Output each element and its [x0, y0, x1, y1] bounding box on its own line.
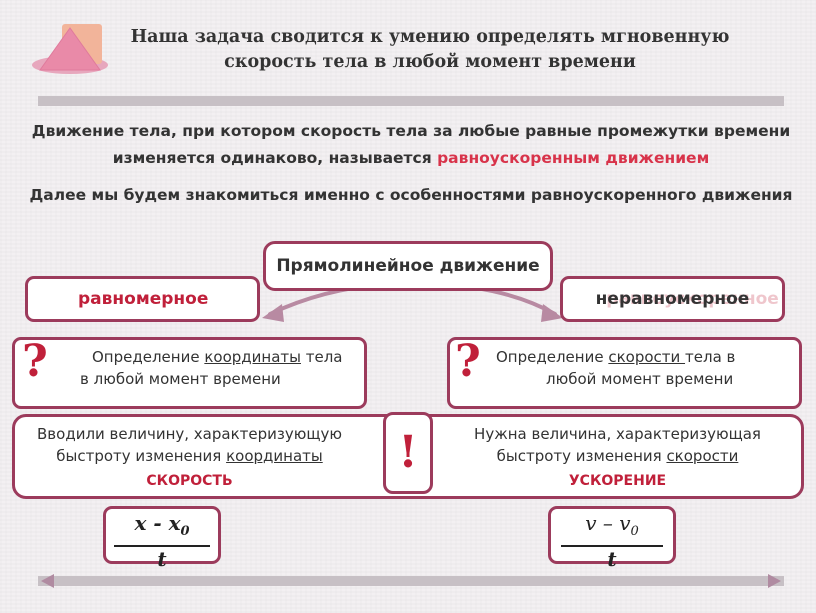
formula-left-box: x - x0 t: [103, 506, 221, 570]
comparison-left-keyword: координаты: [226, 447, 323, 465]
formula-right-box: v – v0 t: [548, 506, 676, 570]
next-slide-icon[interactable]: [766, 572, 784, 590]
branch-left-label: равномерное: [78, 289, 209, 309]
question-left-text: Определение координаты тела в любой моме…: [80, 346, 365, 390]
question-right-keyword: скорости: [608, 348, 686, 366]
question-left-after: тела: [300, 348, 343, 366]
definition-paragraph: Движение тела, при котором скорость тела…: [22, 118, 800, 172]
intro-text: Далее мы будем знакомиться именно с особ…: [29, 186, 793, 204]
definition-text: Движение тела, при котором скорость тела…: [31, 122, 791, 167]
comparison-right-line2: быстроту изменения: [496, 447, 667, 465]
branch-right-ghost-label: равноускоренное: [606, 289, 779, 309]
formula-left-denominator: t: [157, 547, 167, 571]
question-left-before: Определение: [92, 348, 205, 366]
root-node: Прямолинейное движение: [263, 241, 553, 291]
formula-left-sub: 0: [180, 524, 190, 539]
formula-left-fraction-bar: [114, 545, 210, 547]
branch-right-label: неравномерное: [595, 289, 750, 309]
question-right-after: тела в: [685, 348, 736, 366]
comparison-left-line1: Вводили величину, характеризующую: [37, 425, 342, 443]
question-left-box: [12, 337, 367, 409]
question-left-keyword: координаты: [204, 348, 301, 366]
page-title: Наша задача сводится к умению определять…: [130, 27, 730, 72]
comparison-left: Вводили величину, характеризующую быстро…: [12, 423, 367, 492]
comparison-right: Нужна величина, характеризующая быстроту…: [440, 423, 795, 492]
triangle-logo-icon: [32, 24, 108, 74]
definition-highlight: равноускоренным движением: [437, 149, 710, 167]
exclamation-box: !: [383, 412, 433, 494]
formula-left-num-text: x - x: [134, 511, 181, 535]
comparison-right-line1: Нужна величина, характеризующая: [474, 425, 761, 443]
branch-right: равноускоренное неравномерное: [560, 276, 785, 322]
formula-right-fraction-bar: [561, 545, 663, 547]
formula-right-denominator: t: [607, 547, 617, 571]
exclamation-mark: !: [398, 427, 418, 478]
question-right-line2: любой момент времени: [546, 370, 734, 388]
question-mark-right: ?: [455, 336, 481, 387]
formula-right-num-text: v – v: [585, 511, 631, 535]
question-right-text: Определение скорости тела в любой момент…: [492, 346, 797, 390]
comparison-left-line2: быстроту изменения: [56, 447, 227, 465]
question-left-line2: в любой момент времени: [80, 370, 281, 388]
question-right-box: [447, 337, 802, 409]
prev-slide-icon[interactable]: [38, 572, 56, 590]
speed-label: СКОРОСТЬ: [146, 473, 233, 489]
root-node-label: Прямолинейное движение: [276, 256, 540, 276]
question-right-before: Определение: [496, 348, 609, 366]
question-mark-left: ?: [22, 336, 48, 387]
bottom-band: [38, 576, 784, 586]
formula-right-sub: 0: [630, 524, 639, 539]
comparison-right-keyword: скорости: [666, 447, 739, 465]
formula-left-numerator: x - x0: [106, 511, 218, 544]
formula-right-numerator: v – v0: [551, 511, 673, 544]
divider-band: [38, 96, 784, 106]
branch-left: равномерное: [25, 276, 260, 322]
acceleration-label: УСКОРЕНИЕ: [568, 473, 667, 489]
